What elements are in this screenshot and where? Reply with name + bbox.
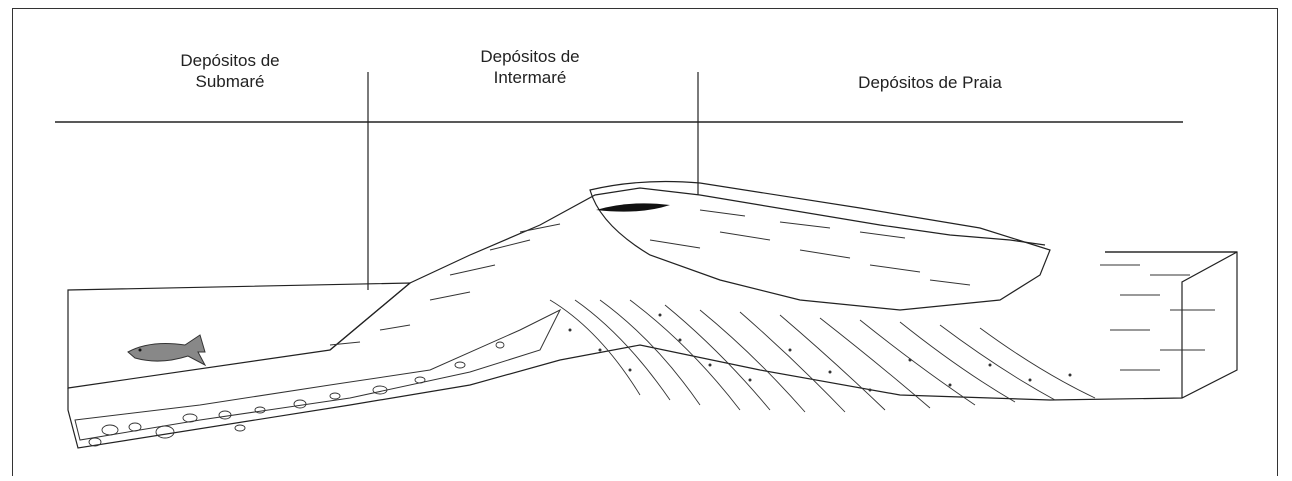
conglomerate-layer	[75, 310, 560, 440]
base-slab	[68, 252, 1237, 448]
cross-bedding	[550, 300, 1095, 412]
shark-fish-icon	[128, 335, 205, 365]
laminations	[330, 210, 1215, 370]
submare-plane	[68, 283, 410, 388]
beach-top	[590, 182, 1050, 310]
dark-lens	[596, 203, 670, 211]
slab-top-edge	[1105, 252, 1237, 398]
sand-dots	[569, 314, 1072, 392]
